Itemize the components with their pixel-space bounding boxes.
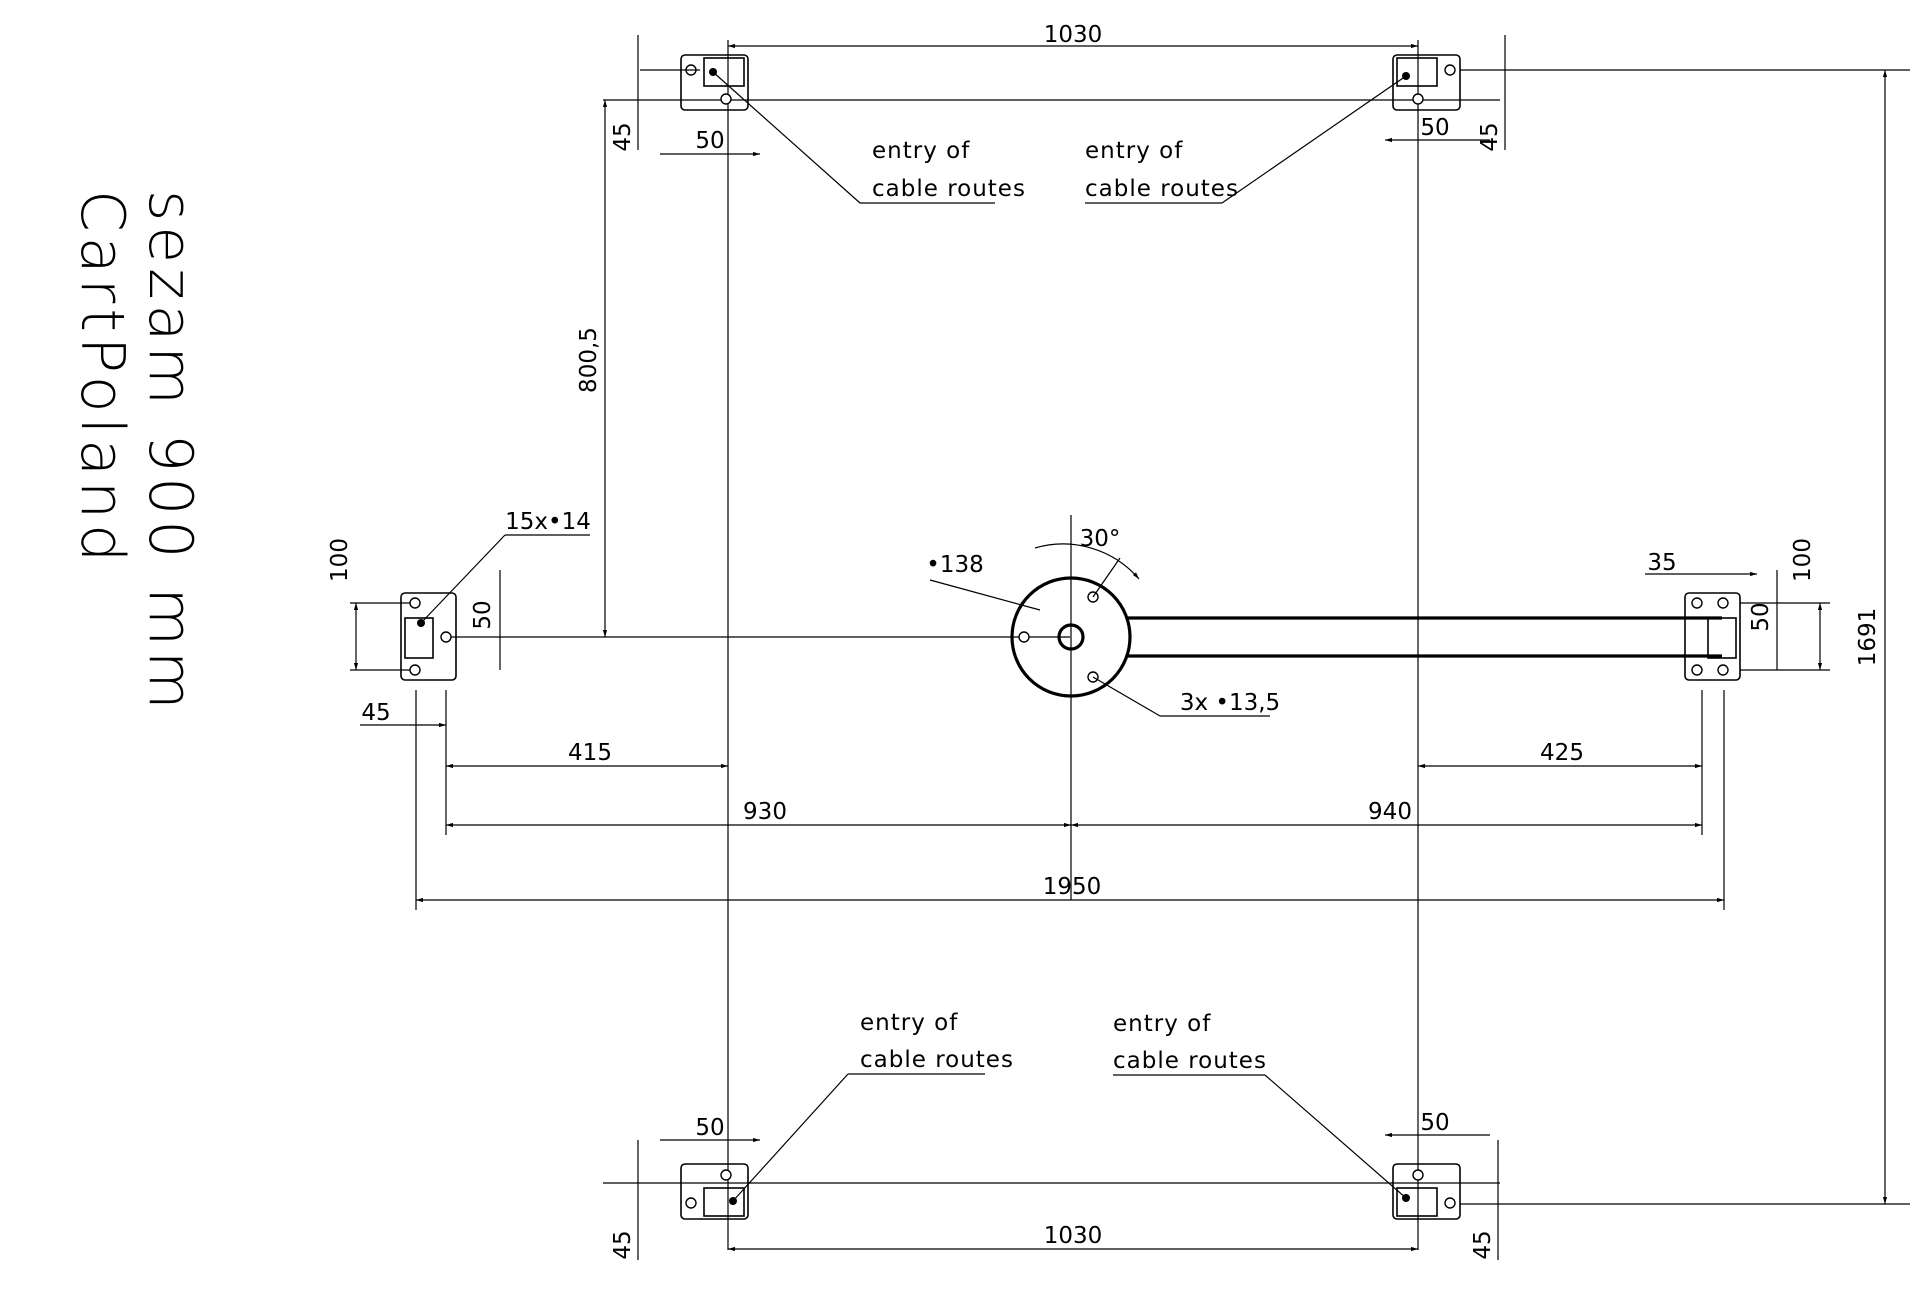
plate-top-left xyxy=(680,54,749,111)
dim-bottom-left-45: 45 xyxy=(610,1230,636,1259)
plate-top-right xyxy=(1392,54,1461,111)
dim-right-50: 50 xyxy=(1748,602,1774,631)
entry-label-br-1: entry of xyxy=(1113,1011,1211,1037)
dimension-lines xyxy=(350,35,1888,1260)
dim-right-100: 100 xyxy=(1790,538,1816,582)
plate-right xyxy=(1684,592,1741,681)
dim-930: 930 xyxy=(743,799,787,825)
entry-label-bl-2: cable routes xyxy=(860,1047,1014,1073)
dim-overall-width: 1950 xyxy=(1043,874,1102,900)
dim-center-diameter: •138 xyxy=(926,552,983,578)
dim-left-45: 45 xyxy=(361,700,390,726)
dim-top-span: 1030 xyxy=(1044,22,1103,48)
plate-bottom-right xyxy=(1392,1163,1461,1220)
dim-415: 415 xyxy=(568,740,612,766)
entry-label-bl-1: entry of xyxy=(860,1010,958,1036)
dim-bottom-span: 1030 xyxy=(1044,1223,1103,1249)
dim-top-right-45: 45 xyxy=(1477,122,1503,151)
cable-route-labels: entry of cable routes entry of cable rou… xyxy=(860,138,1267,1074)
dim-left-50: 50 xyxy=(470,600,496,629)
dim-top-left-45: 45 xyxy=(610,122,636,151)
dimension-values: 1030 1030 1691 800,5 45 50 50 45 15x•14 … xyxy=(327,22,1881,1260)
dim-bottom-left-50: 50 xyxy=(695,1115,724,1141)
entry-label-tl-1: entry of xyxy=(872,138,970,164)
dim-940: 940 xyxy=(1368,799,1412,825)
drawing-title: sezam 900 mm CartPoland xyxy=(67,190,205,714)
dim-bolt-angle: 30° xyxy=(1080,526,1121,552)
dim-bottom-right-45: 45 xyxy=(1470,1230,1496,1259)
dim-vertical-offset: 800,5 xyxy=(576,327,602,393)
dim-top-right-50: 50 xyxy=(1420,115,1449,141)
entry-label-tr-1: entry of xyxy=(1085,138,1183,164)
dim-bolt-holes: 3x •13,5 xyxy=(1180,690,1280,716)
plate-left xyxy=(400,592,457,681)
title-line-1: sezam 900 mm xyxy=(135,190,205,714)
horizontal-arm xyxy=(1128,616,1722,658)
entry-label-tl-2: cable routes xyxy=(872,176,1026,202)
dim-top-left-50: 50 xyxy=(695,128,724,154)
cable-route-leaders xyxy=(712,71,1407,1202)
entry-label-tr-2: cable routes xyxy=(1085,176,1239,202)
entry-label-br-2: cable routes xyxy=(1113,1048,1267,1074)
dim-left-hole-spec: 15x•14 xyxy=(505,509,591,535)
title-line-2: CartPoland xyxy=(67,190,137,567)
plate-bottom-left xyxy=(680,1163,749,1220)
dim-overall-height: 1691 xyxy=(1855,608,1881,667)
dim-425: 425 xyxy=(1540,740,1584,766)
dim-left-100: 100 xyxy=(327,538,353,582)
dim-right-35: 35 xyxy=(1647,550,1676,576)
central-hub xyxy=(929,543,1270,717)
dim-bottom-right-50: 50 xyxy=(1420,1110,1449,1136)
